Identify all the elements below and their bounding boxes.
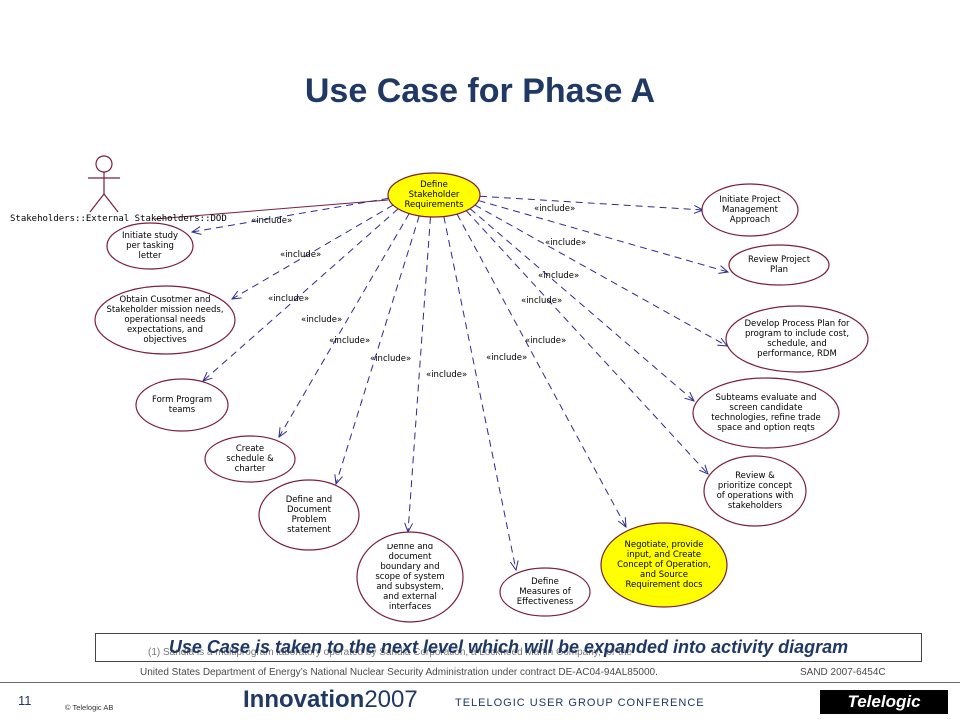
- use-case-label-define-boundary: Define and document boundary and scope o…: [375, 544, 445, 610]
- include-label-create-schedule: «include»: [301, 315, 343, 325]
- copyright: © Telelogic AB: [65, 703, 114, 712]
- include-arrow-define-boundary: [408, 216, 431, 532]
- include-arrow-initiate-pm: [479, 195, 703, 210]
- use-case-label-define-problem: Define and Document Problem statement: [285, 495, 333, 535]
- footnote-line-2: United States Department of Energy’s Nat…: [140, 667, 658, 678]
- use-case-label-review-plan: Review Project Plan: [747, 255, 811, 275]
- include-connectors: [154, 195, 728, 570]
- use-case-ellipse-hub: [387, 172, 481, 218]
- include-arrow-form-program: [203, 208, 399, 381]
- include-label-initiate-pm: «include»: [534, 204, 576, 214]
- callout-text: Use Case is taken to the next level whic…: [168, 637, 849, 657]
- include-arrow-subteams: [469, 208, 694, 401]
- use-case-ellipse-negotiate: [600, 522, 728, 608]
- use-case-label-create-schedule: Create schedule & charter: [226, 444, 274, 474]
- use-case-ellipse-subteams: [692, 377, 840, 449]
- use-case-ellipse-define-boundary: [356, 531, 464, 623]
- use-case-ellipse-create-schedule: [204, 435, 296, 483]
- include-label-review-prioritize: «include»: [525, 336, 567, 346]
- use-case-label-define-moe: Define Measures of Effectiveness: [516, 577, 574, 607]
- use-case-label-obtain-customer: Obtain Cusotmer and Stakeholder mission …: [106, 295, 224, 345]
- include-arrow-define-moe: [443, 216, 516, 570]
- use-case-label-initiate-pm: Initiate Project Management Approach: [719, 195, 781, 225]
- include-label-develop-process: «include»: [538, 271, 580, 281]
- use-case-ellipse-initiate-study: [106, 222, 194, 270]
- callout-box: Use Case is taken to the next level whic…: [95, 633, 922, 662]
- include-arrow-develop-process: [474, 204, 727, 346]
- use-case-ellipse-develop-process: [725, 305, 869, 373]
- innovation-logo: Innovation2007: [243, 686, 418, 714]
- include-label-define-moe: «include»: [426, 370, 468, 380]
- use-case-label-initiate-study: Initiate study per tasking letter: [122, 231, 178, 261]
- use-case-ellipse-define-problem: [258, 479, 360, 551]
- conference-label: TELELOGIC USER GROUP CONFERENCE: [455, 697, 705, 709]
- use-case-ellipse-review-plan: [728, 244, 830, 286]
- include-label-subteams: «include»: [521, 296, 563, 306]
- use-case-ellipse-form-program: [135, 378, 229, 432]
- footer-divider: [0, 682, 960, 683]
- include-label-obtain-customer: «include»: [280, 250, 322, 260]
- use-case-label-develop-process: Develop Process Plan for program to incl…: [744, 319, 850, 359]
- use-case-label-form-program: Form Program teams: [152, 395, 212, 415]
- include-arrow-review-prioritize: [465, 210, 708, 474]
- slide-title: Use Case for Phase A: [304, 72, 656, 110]
- page-number: 11: [18, 693, 32, 708]
- innovation-year: 2007: [364, 686, 418, 713]
- telelogic-logo: Telelogic: [820, 690, 948, 714]
- include-label-define-boundary: «include»: [370, 354, 412, 364]
- use-case-ellipse-review-prioritize: [703, 455, 807, 527]
- include-arrow-create-schedule: [279, 213, 410, 437]
- include-arrow-initiate-study: [192, 197, 389, 232]
- use-case-label-negotiate: Negotiate, provide input, and Create Con…: [617, 540, 711, 590]
- use-case-label-review-prioritize: Review & prioritize concept of operation…: [716, 471, 794, 511]
- include-label-review-plan: «include»: [545, 238, 587, 248]
- innovation-word: Innovation: [243, 686, 365, 713]
- include-label-define-problem: «include»: [329, 336, 371, 346]
- use-case-ellipse-initiate-pm: [701, 183, 799, 237]
- actor-icon: [88, 155, 120, 213]
- sand-number: SAND 2007-6454C: [800, 667, 886, 678]
- use-case-label-subteams: Subteams evaluate and screen candidate t…: [711, 393, 821, 433]
- include-label-initiate-study: «include»: [251, 216, 293, 226]
- include-arrow-review-plan: [478, 200, 728, 272]
- include-label-negotiate: «include»: [486, 353, 528, 363]
- footnote-line-1: (1) Sandia is a multiprogram laboratory …: [148, 647, 632, 658]
- use-case-ellipse-obtain-customer: [94, 285, 236, 355]
- use-case-label-hub: Define Stakeholder Requirements: [404, 180, 464, 210]
- actor-label: Stakeholders::External Stakeholders::DOD: [10, 214, 227, 224]
- include-arrow-negotiate: [456, 213, 626, 527]
- include-label-form-program: «include»: [268, 294, 310, 304]
- actor-association-line: [154, 199, 389, 220]
- include-arrow-define-problem: [336, 215, 420, 484]
- use-case-ellipse-define-moe: [499, 567, 591, 617]
